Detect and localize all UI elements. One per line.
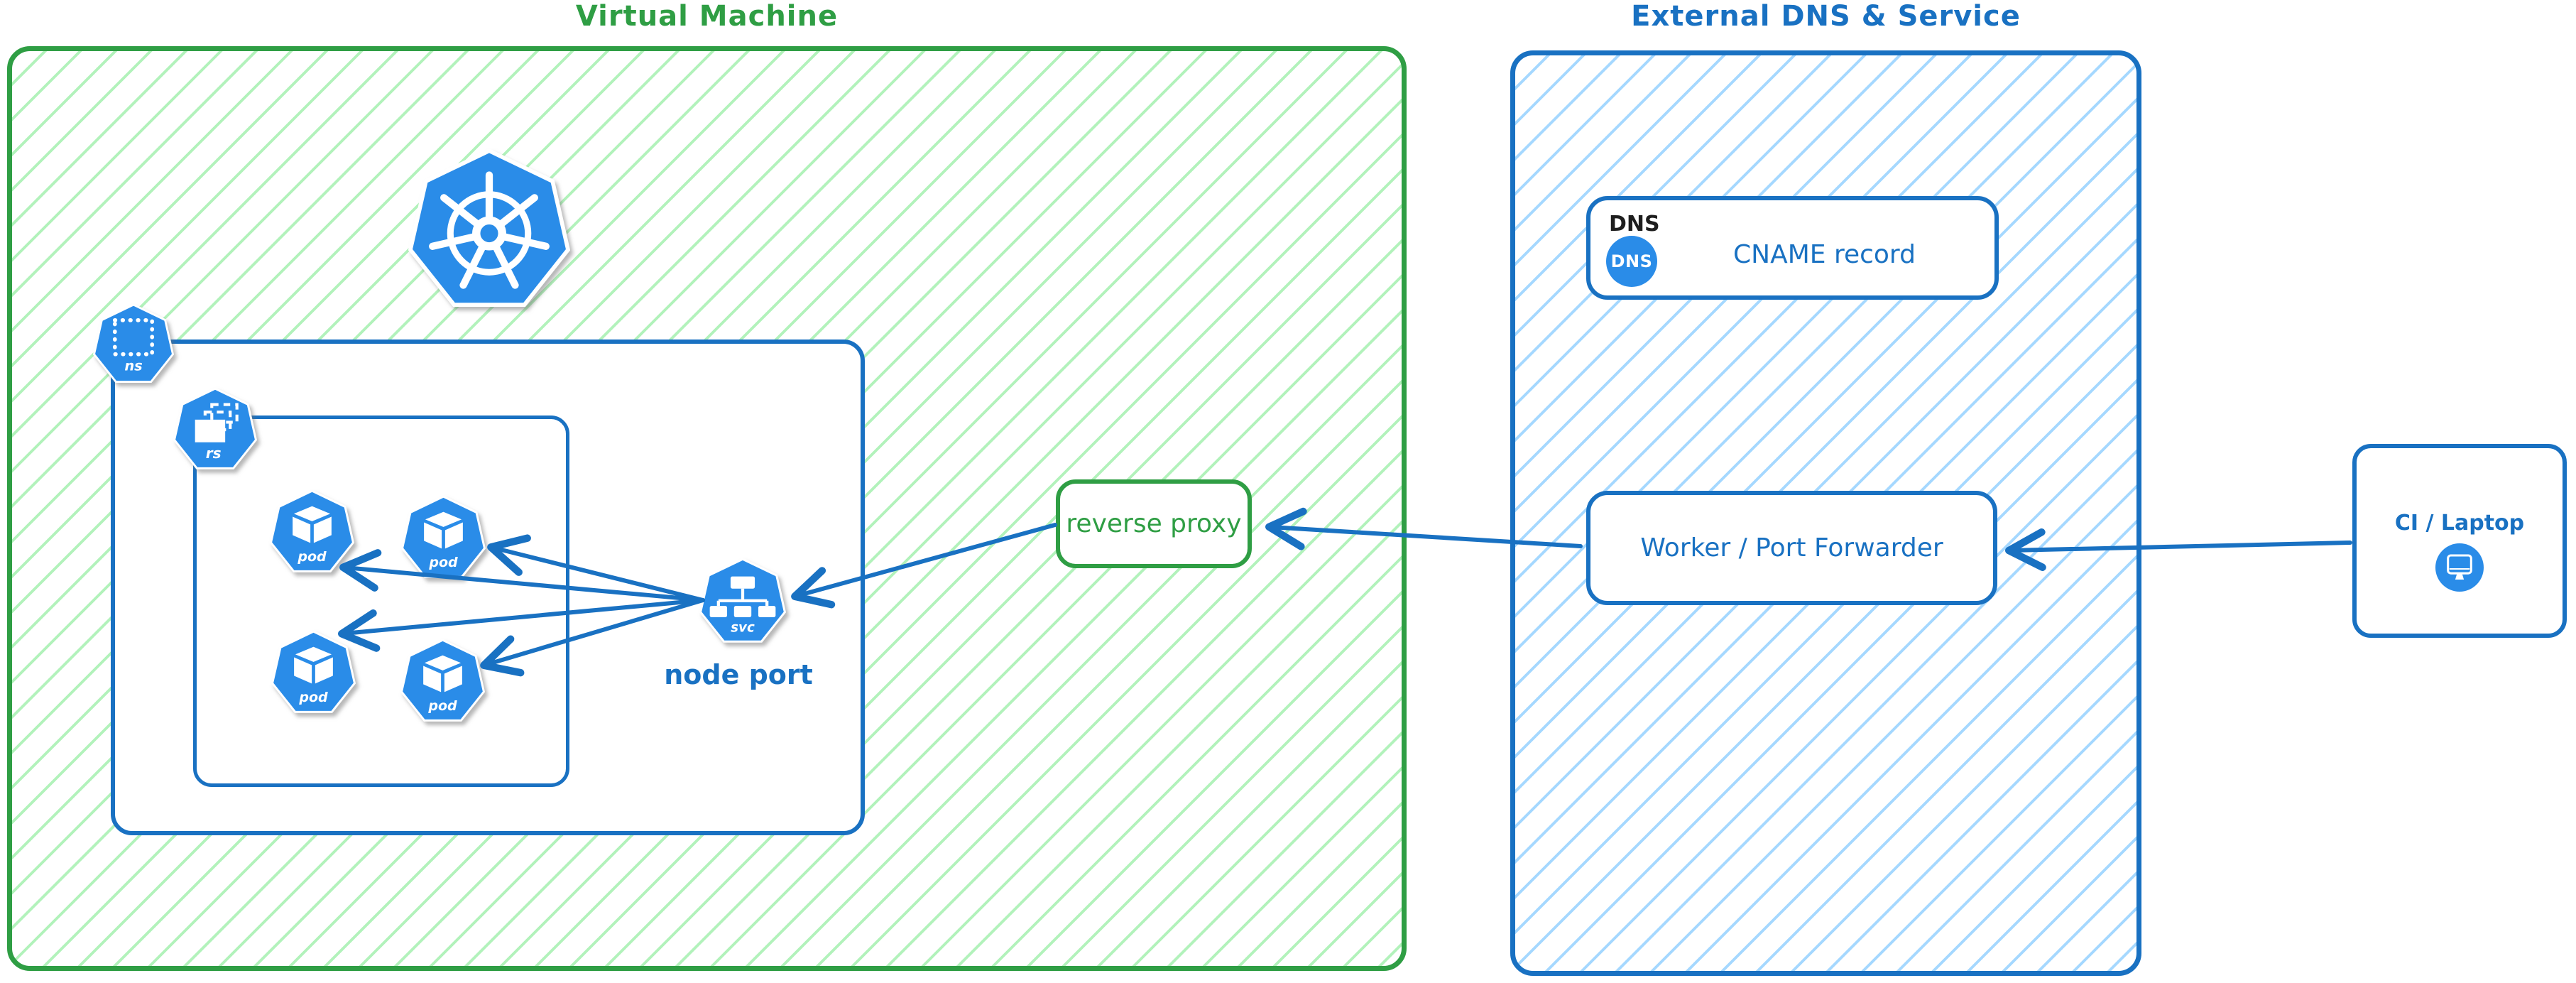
dns-record-node: DNS DNS CNAME record [1586, 196, 1999, 300]
dns-heading: DNS [1609, 212, 1660, 237]
ci-laptop-label: CI / Laptop [2394, 511, 2525, 536]
pod-icon: pod [270, 490, 354, 572]
reverse-proxy-label: reverse proxy [1066, 509, 1242, 538]
dns-badge-label: DNS [1610, 251, 1653, 271]
node-port-label: node port [664, 659, 813, 690]
replicaset-icon-label: rs [206, 445, 222, 462]
vm-group-title: Virtual Machine [575, 0, 839, 33]
replicaset-icon: rs [173, 388, 257, 469]
reverse-proxy-node: reverse proxy [1056, 479, 1252, 568]
pod-icon-label: pod [297, 549, 327, 565]
pod-icon: pod [401, 496, 486, 578]
worker-port-forwarder-node: Worker / Port Forwarder [1586, 491, 1997, 605]
dns-badge-icon: DNS [1606, 236, 1657, 287]
service-icon-label: svc [731, 621, 755, 636]
cname-record-label: CNAME record [1733, 240, 1916, 269]
pod-icon-label: pod [298, 690, 328, 705]
pod-icon-label: pod [428, 555, 458, 570]
pod-icon: pod [400, 639, 485, 722]
pod-icon: pod [271, 631, 356, 713]
ci-laptop-node: CI / Laptop [2352, 444, 2567, 638]
kubernetes-logo-icon [408, 149, 570, 307]
service-icon: svc [699, 558, 786, 643]
external-group-title: External DNS & Service [1631, 0, 2021, 33]
monitor-icon [2435, 543, 2484, 592]
pod-icon-label: pod [427, 698, 457, 714]
namespace-icon-label: ns [124, 357, 142, 374]
worker-label: Worker / Port Forwarder [1640, 533, 1943, 563]
namespace-icon: ns [93, 304, 174, 383]
